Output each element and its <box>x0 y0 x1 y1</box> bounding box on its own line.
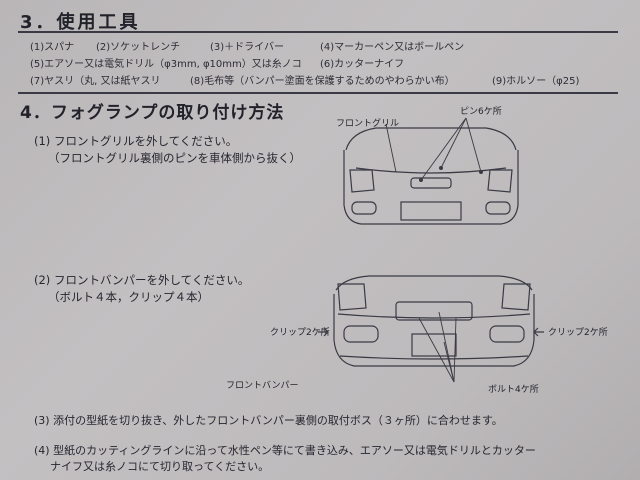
tool-item: (2)ソケットレンチ <box>96 42 181 53</box>
label-clip-left: クリップ2ケ所 <box>270 328 330 338</box>
clip-arrow-right-icon <box>533 327 544 337</box>
tool-item: (5)エアソー又は電気ドリル（φ3mm, φ10mm）又は糸ノコ <box>30 59 302 70</box>
label-front-grille: フロントグリル <box>336 119 400 129</box>
label-bolts: ボルト4ケ所 <box>488 385 539 395</box>
grille-diagram <box>343 117 519 225</box>
bumper-diagram <box>333 275 535 383</box>
tool-item: (3)＋ドライバー <box>210 42 284 53</box>
tool-item: (1)スパナ <box>30 42 75 53</box>
tool-item: (4)マーカーペン又はボールペン <box>320 42 465 53</box>
tool-item: (9)ホルソー（φ25) <box>492 76 580 87</box>
step3-text: (3) 添付の型紙を切り抜き、外したフロントバンパー裏側の取付ボス（３ヶ所）に合… <box>34 414 503 427</box>
tool-item: (6)カッターナイフ <box>320 59 405 70</box>
step2-line2: （ボルト４本，クリップ４本） <box>48 290 209 304</box>
step4-line1: (4) 型紙のカッティングラインに沿って水性ペン等にて書き込み、エアソー又は電気… <box>34 444 536 457</box>
step1-line2: （フロントグリル裏側のピンを車体側から抜く） <box>48 151 301 165</box>
section3-rule <box>18 31 618 33</box>
step1-line1: (1) フロントグリルを外してください。 <box>34 134 238 148</box>
step2-line1: (2) フロントバンパーを外してください。 <box>34 273 250 287</box>
section4-rule <box>18 92 618 94</box>
tool-item: (8)毛布等（バンパー塗面を保護するためのやわらかい布） <box>190 76 455 87</box>
step4-line2: ナイフ又は糸ノコにて切り取ってください。 <box>50 460 270 473</box>
label-front-bumper: フロントバンパー <box>226 381 299 391</box>
label-clip-right: クリップ2ケ所 <box>548 328 608 338</box>
clip-arrow-left-icon <box>318 327 329 337</box>
tool-item: (7)ヤスリ（丸, 又は紙ヤスリ <box>30 76 161 87</box>
label-pins: ピン6ケ所 <box>460 107 502 117</box>
section4-title: 4．フォグランプの取り付け方法 <box>20 103 285 123</box>
section3-title: 3．使用工具 <box>20 12 141 33</box>
